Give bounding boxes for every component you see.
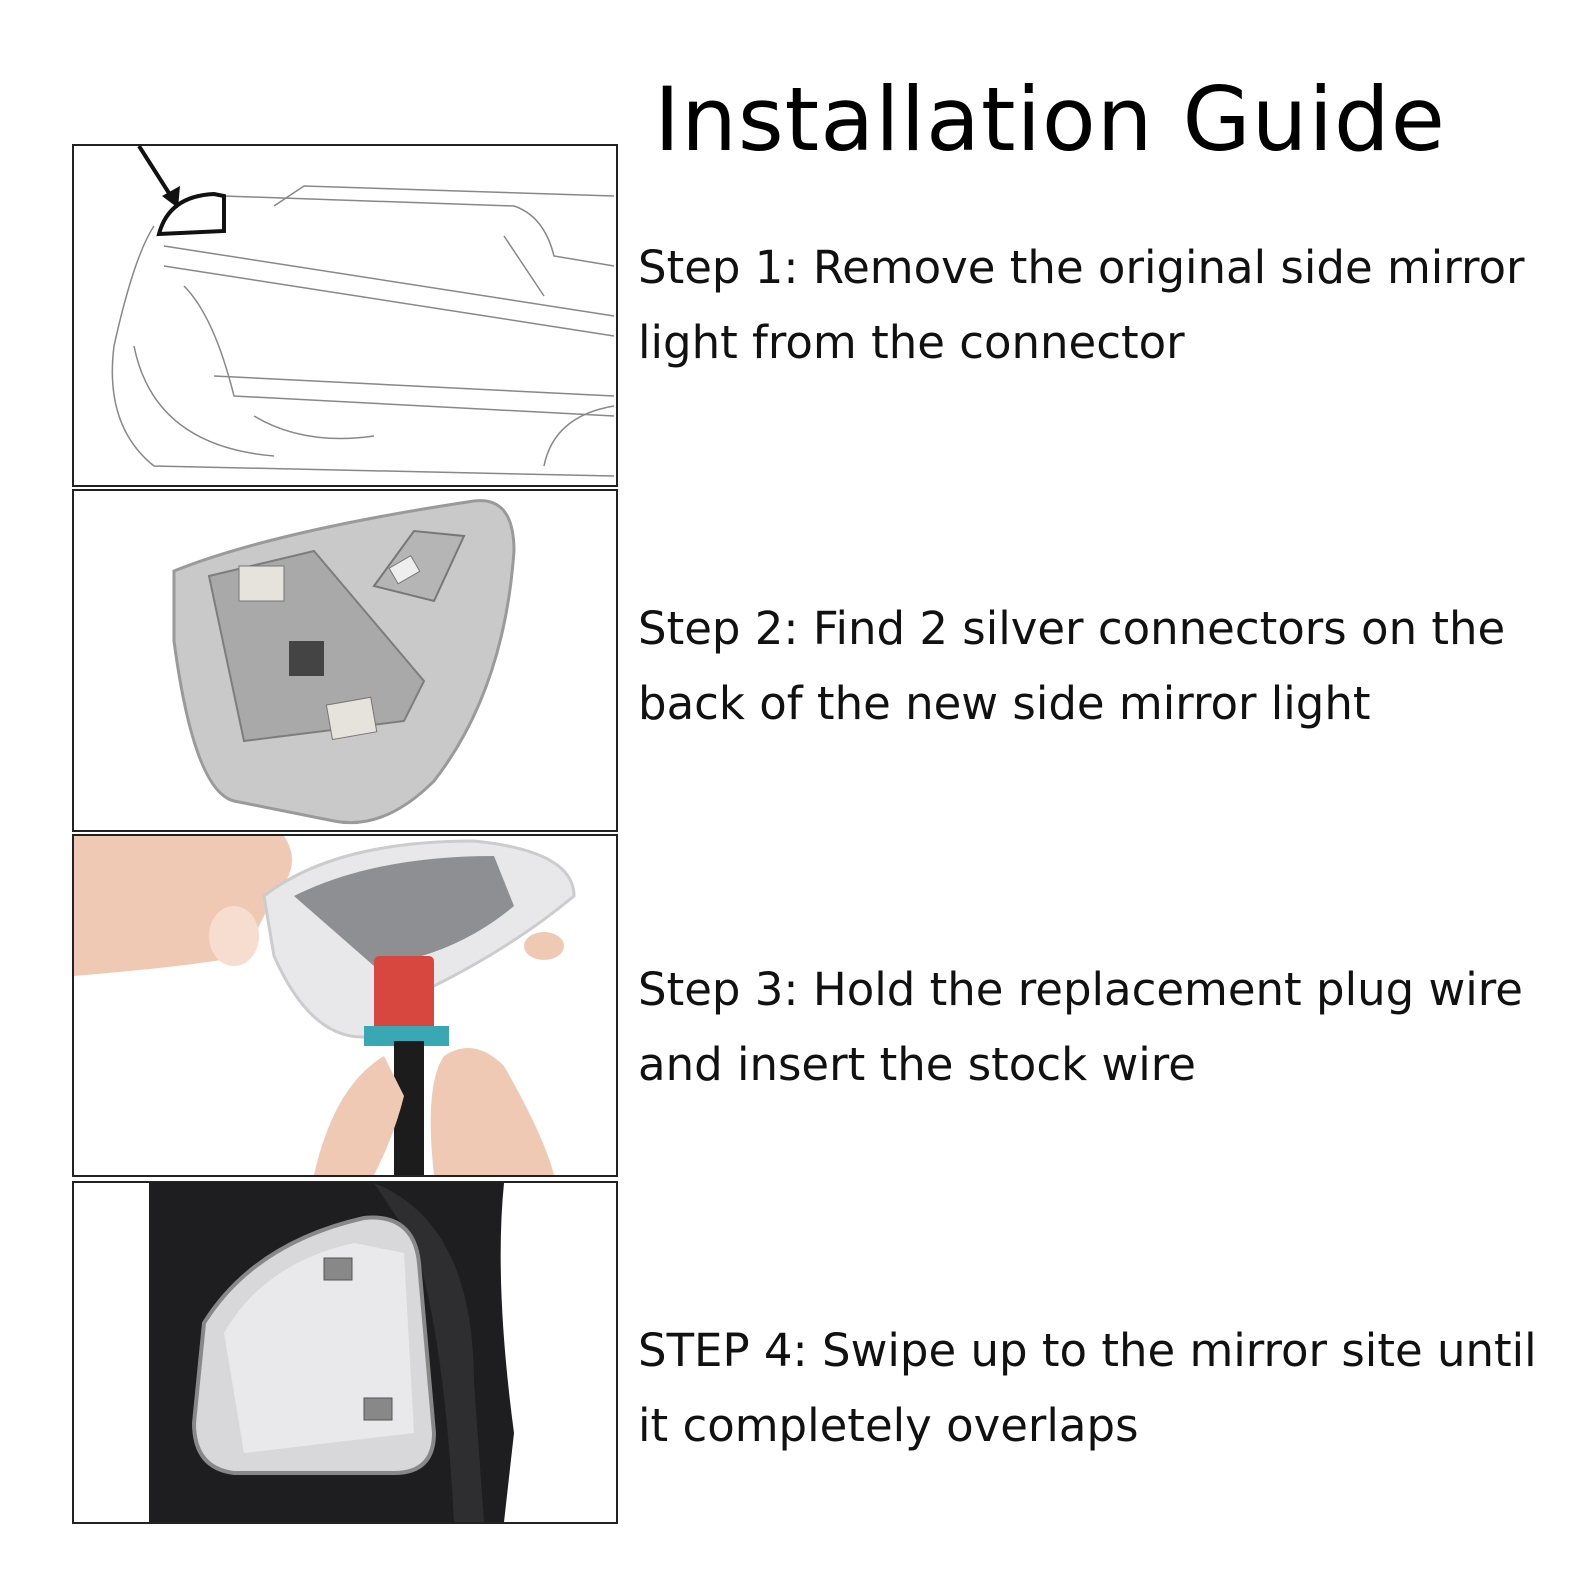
step-4-text: STEP 4: Swipe up to the mirror site unti… (638, 1313, 1538, 1463)
step-4-line-2: it completely overlaps (638, 1399, 1139, 1452)
step-4-image (72, 1181, 618, 1524)
plug-insertion-photo (74, 836, 576, 1175)
step-1-line-2: light from the connector (638, 316, 1185, 369)
step-1-image (72, 144, 618, 487)
step-3-line-2: and insert the stock wire (638, 1038, 1196, 1091)
step-3-image (72, 834, 618, 1177)
step-2-text: Step 2: Find 2 silver connectors on the … (638, 591, 1538, 741)
step-2-image (72, 489, 618, 832)
step-4-line-1: STEP 4: Swipe up to the mirror site unti… (638, 1324, 1537, 1377)
installed-light-photo (149, 1183, 514, 1522)
step-1-line-1: Step 1: Remove the original side mirror (638, 241, 1525, 294)
page-title: Installation Guide (654, 68, 1446, 171)
step-3-text: Step 3: Hold the replacement plug wire a… (638, 952, 1538, 1102)
step-1-text: Step 1: Remove the original side mirror … (638, 230, 1538, 380)
step-2-line-1: Step 2: Find 2 silver connectors on the (638, 602, 1506, 655)
step-2-line-2: back of the new side mirror light (638, 677, 1371, 730)
step-3-line-1: Step 3: Hold the replacement plug wire (638, 963, 1523, 1016)
light-back-view (172, 499, 516, 825)
mirror-line-drawing (111, 146, 615, 477)
